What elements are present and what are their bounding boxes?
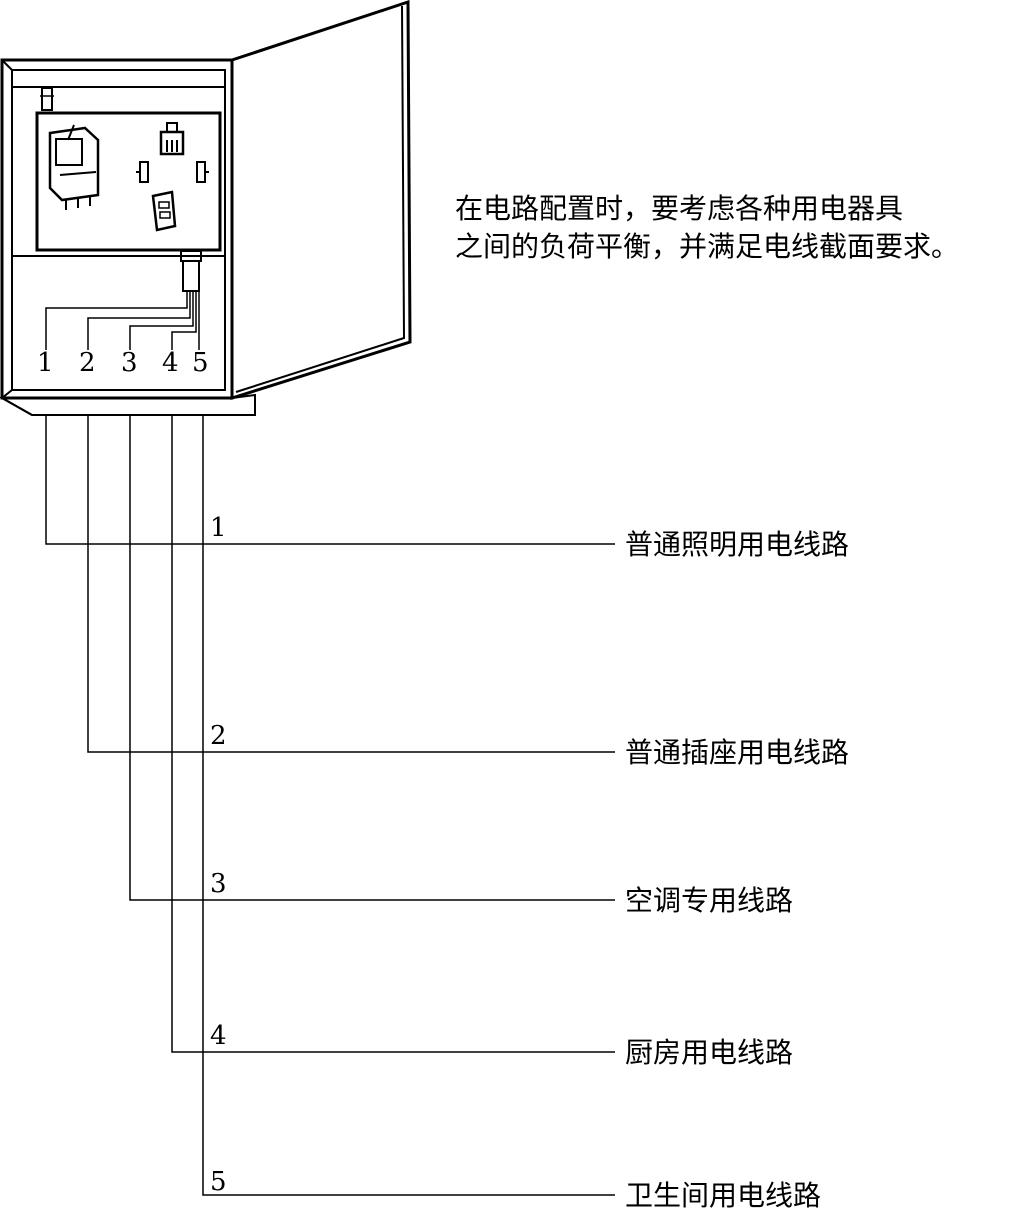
meter-icon (48, 124, 100, 210)
circuit-numbers: 1 2 3 4 5 (210, 513, 227, 1197)
terminal-number: 2 (79, 348, 96, 378)
circuit-line-3 (129, 416, 615, 901)
terminal-numbers: 1 2 3 4 5 (37, 348, 209, 378)
device-panel (35, 111, 222, 252)
circuit-number: 5 (210, 1167, 227, 1197)
circuit-line-5 (202, 416, 615, 1196)
cabinet-inner-frame (11, 69, 226, 391)
circuit-label: 卫生间用电线路 (625, 1179, 821, 1212)
breaker-icon (159, 122, 185, 156)
circuit-number: 2 (210, 721, 227, 751)
cabinet-bottom (0, 393, 256, 416)
cable-gland-icon (180, 250, 202, 292)
internal-wiring (45, 291, 200, 350)
clip-icon-right (196, 161, 209, 183)
circuit-number: 1 (210, 513, 227, 543)
circuit-label: 空调专用线路 (625, 884, 793, 917)
note-line-2: 之间的负荷平衡，并满足电线截面要求。 (455, 230, 959, 263)
circuit-label: 厨房用电线路 (625, 1036, 793, 1069)
switch-icon (151, 190, 177, 232)
cabinet-door (230, 0, 412, 401)
terminal-number: 5 (192, 348, 209, 378)
circuit-line-4 (171, 416, 615, 1053)
circuit-label: 普通插座用电线路 (625, 736, 849, 769)
circuit-lines (45, 416, 615, 1196)
circuit-number: 3 (210, 869, 227, 899)
circuit-labels: 普通照明用电线路 普通插座用电线路 空调专用线路 厨房用电线路 卫生间用电线路 (625, 528, 849, 1212)
cabinet (0, 0, 412, 416)
circuit-number: 4 (210, 1021, 227, 1051)
note: 在电路配置时，要考虑各种用电器具 之间的负荷平衡，并满足电线截面要求。 (455, 192, 959, 263)
clip-icon-left (136, 161, 149, 183)
circuit-line-1 (45, 416, 615, 545)
circuit-line-2 (87, 416, 615, 753)
rail-post (41, 87, 53, 111)
terminal-number: 1 (37, 348, 54, 378)
terminal-number: 4 (162, 348, 179, 378)
circuit-label: 普通照明用电线路 (625, 528, 849, 561)
terminal-number: 3 (121, 348, 138, 378)
note-line-1: 在电路配置时，要考虑各种用电器具 (455, 192, 903, 225)
